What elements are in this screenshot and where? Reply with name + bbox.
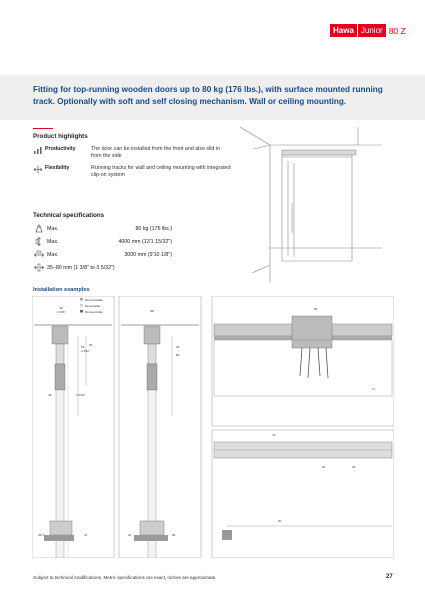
spec-width: Max. 3000 mm (9'10 1/8") <box>33 250 172 260</box>
dim-label: 20 <box>278 519 282 523</box>
dim-label: 88 <box>150 309 154 313</box>
spec-weight: Max. 80 kg (176 lbs.) <box>33 224 172 234</box>
section-accent-line <box>33 128 53 129</box>
spec-label: Max. <box>47 252 59 258</box>
dim-label: 53 <box>81 345 85 349</box>
door-illustration <box>239 126 382 283</box>
spec-height: Max. 4000 mm (13'1 15/32") <box>33 236 172 248</box>
dim-label: 30 <box>59 306 63 310</box>
headline-banner: Fitting for top-running wooden doors up … <box>0 75 425 120</box>
dim-label: 25 <box>89 343 93 347</box>
dim-label: 61 <box>322 465 326 469</box>
flexibility-icon <box>33 165 43 175</box>
highlight-text: Running tracks for wall and ceiling moun… <box>91 165 231 178</box>
highlight-label: Productivity <box>45 146 76 152</box>
dim-label: 35 <box>176 345 180 349</box>
installation-drawings: Demountable Removable Demountable 30 1 3… <box>32 296 394 558</box>
dim-label: 17 <box>372 387 376 391</box>
dim-label: 80 <box>176 353 180 357</box>
spec-value: 3000 mm (9'10 1/8") <box>124 252 172 258</box>
brand-model: 80 Z <box>388 25 406 36</box>
dim-label: 43.5 <box>38 533 44 537</box>
brand-line: Junior <box>357 24 386 37</box>
dim-label: 2 3/32" <box>81 349 90 353</box>
dim-label: 24 <box>128 533 132 537</box>
legend: Demountable Removable Demountable <box>80 298 103 314</box>
wall-mount-drawing: 30 1 3/16" 53 2 3/32" 25 42 2 1/16" 43.5… <box>34 306 112 558</box>
dim-label: 42 <box>48 393 52 397</box>
productivity-icon <box>33 146 43 156</box>
highlight-text: The door can be installed from the front… <box>91 146 220 159</box>
page-headline: Fitting for top-running wooden doors up … <box>33 85 383 106</box>
weight-icon <box>33 224 45 235</box>
height-icon <box>33 236 45 248</box>
track-elevation-drawing: 60 17 <box>213 307 393 397</box>
highlight-label: Flexibility <box>45 165 70 171</box>
dim-label: 2 1/16" <box>76 393 85 397</box>
width-icon <box>33 250 45 261</box>
dim-label: 50 <box>172 533 176 537</box>
spec-value: 4000 mm (13'1 15/32") <box>118 239 172 245</box>
footnote: Subject to technical modifications. Metr… <box>33 575 217 580</box>
legend-item: Demountable <box>85 310 103 314</box>
dim-label: 47 <box>84 533 88 537</box>
legend-item: Demountable <box>85 298 103 302</box>
highlight-productivity: Productivity The door can be installed f… <box>33 146 231 160</box>
dim-label: 1 3/16" <box>57 310 66 314</box>
legend-item: Removable <box>85 304 101 308</box>
dim-label: 60 <box>314 307 318 311</box>
spec-thickness: 35–80 mm (1 3/8" to 3 5/32") <box>33 263 167 273</box>
spec-value: 35–80 mm (1 3/8" to 3 5/32") <box>47 265 115 271</box>
dim-label: 70 <box>272 433 276 437</box>
spec-label: Max. <box>47 226 59 232</box>
brand-name: Hawa <box>330 24 357 37</box>
specs-title: Technical specifications <box>33 212 105 219</box>
dim-label: 35 <box>352 465 356 469</box>
installation-title: Installation examples <box>33 287 90 293</box>
spec-value: 80 kg (176 lbs.) <box>135 226 172 232</box>
page-number: 27 <box>386 574 393 580</box>
ceiling-mount-drawing: 88 35 80 24 50 <box>121 309 199 558</box>
track-plan-drawing: 70 61 35 20 <box>213 433 393 540</box>
highlight-flexibility: Flexibility Running tracks for wall and … <box>33 165 231 179</box>
brand-logo: Hawa Junior 80 Z <box>330 24 406 37</box>
spec-label: Max. <box>47 239 59 245</box>
thickness-icon <box>33 263 45 274</box>
highlights-title: Product highlights <box>33 133 88 140</box>
